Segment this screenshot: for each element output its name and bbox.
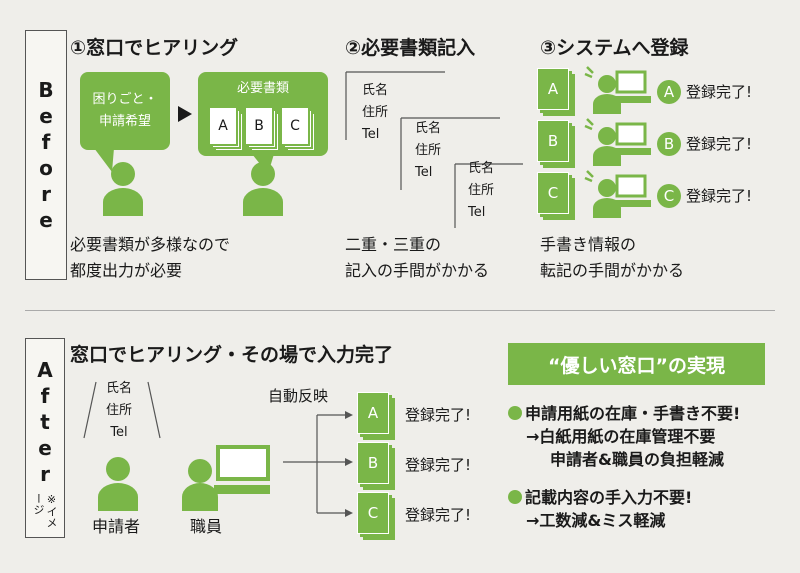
bullet-dot-icon bbox=[508, 406, 522, 420]
caption-line: 二重・三重の bbox=[345, 235, 442, 254]
step2-heading: ②必要書類記入 bbox=[345, 37, 476, 59]
document-c: C bbox=[357, 492, 389, 534]
image-note: ※イメージ bbox=[32, 493, 58, 528]
caption-line: 手書き情報の bbox=[540, 235, 637, 254]
before-label-box: B e f o r e bbox=[25, 30, 67, 280]
form-sheet-3: 氏名 住所 Tel bbox=[468, 158, 494, 224]
document-b: B bbox=[537, 120, 569, 162]
bullet-dot-icon bbox=[508, 490, 522, 504]
form-field: 住所 bbox=[106, 403, 133, 418]
benefit-main: 記載内容の手入力不要! bbox=[525, 488, 693, 507]
status-text: 登録完了! bbox=[405, 406, 472, 424]
before-letter: e bbox=[39, 104, 53, 128]
form-bracket-lines bbox=[345, 71, 523, 228]
badge-a: A bbox=[657, 80, 681, 104]
form-field: Tel bbox=[415, 165, 433, 180]
staff-computer-icon bbox=[584, 66, 651, 114]
status-text: 登録完了! bbox=[686, 187, 753, 205]
form-field: 氏名 bbox=[468, 161, 495, 176]
after-letter: r bbox=[40, 462, 50, 486]
person-icon bbox=[243, 162, 283, 216]
arrow-right-icon bbox=[178, 106, 192, 122]
after-letter: f bbox=[40, 384, 50, 408]
form-field: Tel bbox=[468, 205, 486, 220]
document-a: A bbox=[357, 392, 389, 434]
document-b: B bbox=[246, 108, 272, 144]
form-sheet-2: 氏名 住所 Tel bbox=[415, 118, 441, 184]
step3-heading: ③システムへ登録 bbox=[540, 37, 689, 59]
documents-title: 必要書類 bbox=[236, 81, 289, 96]
bubble-tail bbox=[94, 148, 114, 172]
benefit-main: 申請用紙の在庫・手書き不要! bbox=[525, 404, 741, 423]
form-field: 氏名 bbox=[415, 121, 442, 136]
before-letter: f bbox=[41, 130, 51, 154]
hearing-bubble: 困りごと・ 申請希望 bbox=[80, 72, 170, 150]
before-letter: B bbox=[38, 78, 54, 102]
before-letter: r bbox=[41, 182, 51, 206]
status-text: 登録完了! bbox=[405, 456, 472, 474]
staff-label: 職員 bbox=[190, 517, 223, 536]
step2-caption: 二重・三重の 記入の手間がかかる bbox=[345, 232, 489, 284]
form-slash-lines bbox=[83, 381, 161, 439]
caption-line: 記入の手間がかかる bbox=[345, 261, 490, 280]
document-a: A bbox=[537, 68, 569, 110]
document-c: C bbox=[537, 172, 569, 214]
form-field: 住所 bbox=[362, 105, 389, 120]
staff-computer-icon bbox=[584, 118, 651, 166]
form-field: 住所 bbox=[468, 183, 495, 198]
benefit-sub: 申請者&職員の負担軽減 bbox=[550, 450, 724, 469]
form-field: 住所 bbox=[415, 143, 442, 158]
document-a: A bbox=[210, 108, 236, 144]
auto-reflect-label: 自動反映 bbox=[268, 387, 329, 405]
step1-caption: 必要書類が多様なので 都度出力が必要 bbox=[70, 232, 230, 284]
applicant-label: 申請者 bbox=[92, 517, 141, 536]
after-letter: e bbox=[38, 436, 52, 460]
status-text: 登録完了! bbox=[686, 135, 753, 153]
badge-b: B bbox=[657, 132, 681, 156]
before-letter: e bbox=[39, 208, 53, 232]
caption-line: 都度出力が必要 bbox=[70, 261, 183, 280]
form-field: Tel bbox=[110, 425, 128, 440]
after-label-box: A f t e r ※イメージ bbox=[25, 338, 65, 538]
staff-computer-icon bbox=[182, 445, 270, 511]
bubble-line: 困りごと・ bbox=[92, 92, 158, 107]
staff-computer-icon bbox=[584, 170, 651, 218]
applicant-icon bbox=[98, 457, 138, 511]
form-field: Tel bbox=[362, 127, 380, 142]
person-icon bbox=[103, 162, 143, 216]
document-b: B bbox=[357, 442, 389, 484]
badge-c: C bbox=[657, 184, 681, 208]
step1-heading: ①窓口でヒアリング bbox=[70, 37, 239, 59]
caption-line: 転記の手間がかかる bbox=[540, 261, 685, 280]
status-text: 登録完了! bbox=[405, 506, 472, 524]
before-letter: o bbox=[39, 156, 53, 180]
form-field: 氏名 bbox=[106, 381, 133, 396]
after-letter: A bbox=[37, 358, 53, 382]
after-form: 氏名 住所 Tel bbox=[106, 378, 132, 444]
section-divider bbox=[25, 310, 775, 311]
form-field: 氏名 bbox=[362, 83, 389, 98]
after-heading: 窓口でヒアリング・その場で入力完了 bbox=[70, 344, 394, 366]
benefit-sub: →白紙用紙の在庫管理不要 bbox=[526, 427, 716, 446]
after-letter: t bbox=[40, 410, 50, 434]
bubble-line: 申請希望 bbox=[98, 114, 151, 129]
form-sheet-1: 氏名 住所 Tel bbox=[362, 80, 388, 146]
benefit-point-2: 記載内容の手入力不要! →工数減&ミス軽減 bbox=[508, 486, 692, 532]
branch-arrows bbox=[283, 411, 353, 517]
document-c: C bbox=[282, 108, 308, 144]
status-text: 登録完了! bbox=[686, 83, 753, 101]
step3-caption: 手書き情報の 転記の手間がかかる bbox=[540, 232, 684, 284]
result-title: “優しい窓口”の実現 bbox=[508, 343, 765, 385]
benefit-sub: →工数減&ミス軽減 bbox=[526, 511, 666, 530]
benefit-point-1: 申請用紙の在庫・手書き不要! →白紙用紙の在庫管理不要 申請者&職員の負担軽減 bbox=[508, 402, 740, 471]
caption-line: 必要書類が多様なので bbox=[70, 235, 231, 254]
